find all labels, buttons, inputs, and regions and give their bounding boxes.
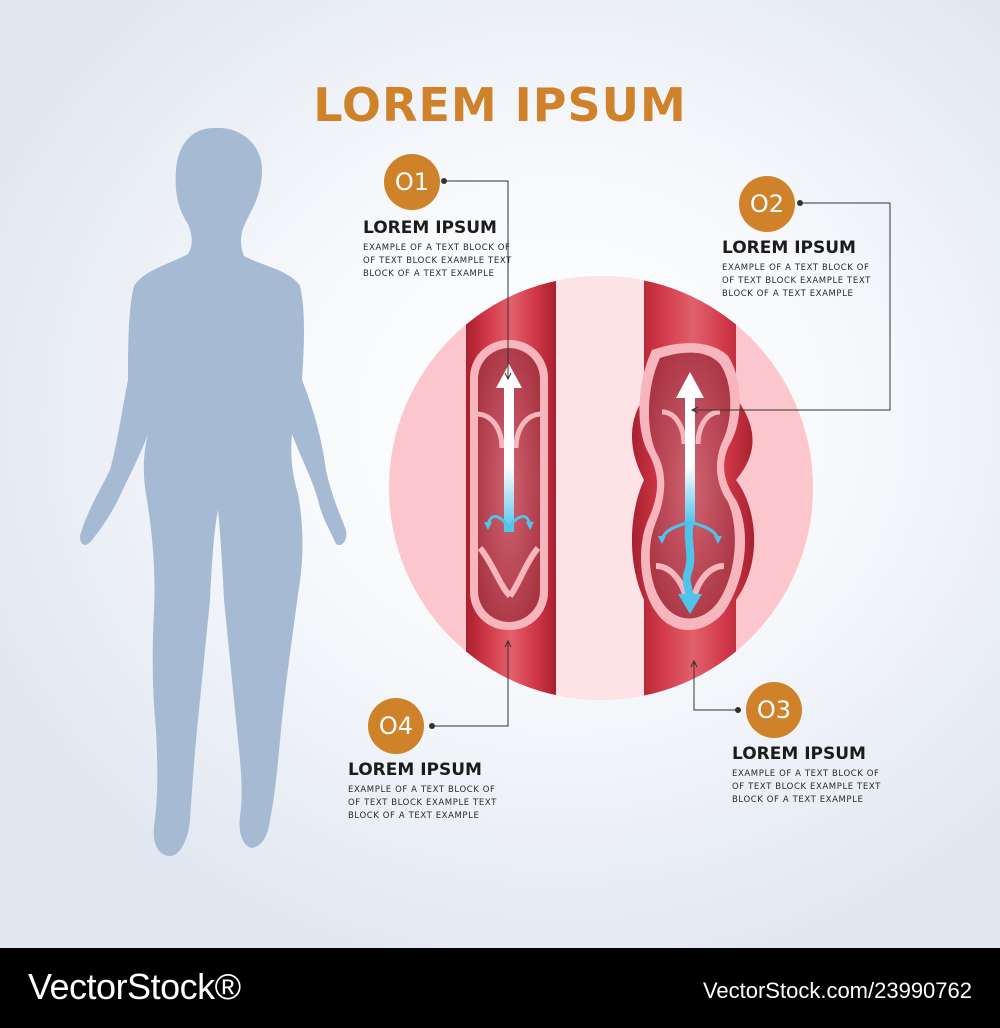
leader-line-4 [432, 642, 509, 727]
healthy-vein [466, 276, 556, 700]
callout-heading-4: LOREM IPSUM [348, 760, 482, 780]
callout-3: LOREM IPSUM EXAMPLE OF A TEXT BLOCK OF O… [732, 744, 922, 807]
vein-illustration [80, 127, 891, 857]
leader-lines [432, 180, 891, 727]
callout-4: LOREM IPSUM EXAMPLE OF A TEXT BLOCK OF O… [348, 760, 538, 823]
callout-heading-2: LOREM IPSUM [722, 238, 856, 258]
page-title: LOREM IPSUM [313, 78, 687, 132]
callout-1: LOREM IPSUM EXAMPLE OF A TEXT BLOCK OF O… [363, 218, 553, 281]
callout-body-1: EXAMPLE OF A TEXT BLOCK OF OF TEXT BLOCK… [363, 243, 512, 279]
callout-heading-1: LOREM IPSUM [363, 218, 497, 238]
human-silhouette [80, 127, 347, 857]
callout-2: LOREM IPSUM EXAMPLE OF A TEXT BLOCK OF O… [722, 238, 912, 301]
infographic-canvas: LOREM IPSUM O1 LOREM IPSUM EXAMPLE OF A … [0, 0, 1000, 948]
watermark-footer: VectorStock® VectorStock.com/23990762 [0, 948, 1000, 1028]
callout-heading-3: LOREM IPSUM [732, 744, 866, 764]
callout-badge-4: O4 [368, 698, 424, 754]
vectorstock-logo: VectorStock® [28, 966, 241, 1007]
leader-line-2 [692, 202, 891, 411]
callout-body-4: EXAMPLE OF A TEXT BLOCK OF OF TEXT BLOCK… [348, 785, 497, 821]
callout-body-2: EXAMPLE OF A TEXT BLOCK OF OF TEXT BLOCK… [722, 263, 871, 299]
vectorstock-url: VectorStock.com/23990762 [702, 978, 972, 1003]
leader-arrowheads [504, 372, 699, 668]
callout-badge-2: O2 [739, 176, 795, 232]
leader-line-1 [444, 180, 509, 378]
leader-line-3 [693, 662, 738, 711]
callout-badge-3: O3 [746, 682, 802, 738]
callout-body-3: EXAMPLE OF A TEXT BLOCK OF OF TEXT BLOCK… [732, 769, 881, 805]
callout-badge-1: O1 [384, 154, 440, 210]
leader-dots [429, 178, 803, 729]
varicose-vein [632, 276, 754, 700]
